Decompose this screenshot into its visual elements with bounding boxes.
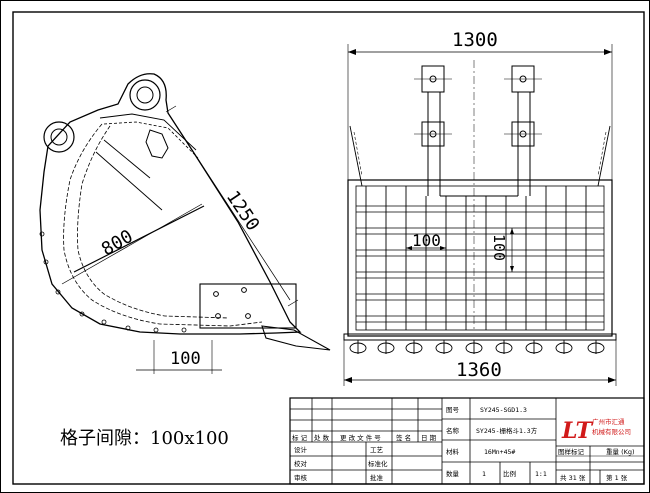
design-label: 设计 — [294, 445, 308, 454]
scale: 1:1 — [535, 470, 547, 478]
dim-label-1250: 1250 — [222, 187, 264, 235]
dim-label-grid-v: 100 — [490, 234, 508, 261]
process-label: 工艺 — [370, 446, 384, 454]
pin-upper-outer — [129, 79, 161, 111]
side-bar-1 — [73, 205, 205, 273]
plate-bolt — [213, 291, 219, 297]
grid-horizontal-bars — [356, 205, 604, 323]
title-block — [289, 397, 645, 485]
rev-header: 更 改 文 件 号 — [340, 433, 381, 442]
bucket-inner-liner — [63, 123, 263, 327]
dim-label-1360: 1360 — [456, 359, 502, 381]
pin-lower-outer — [43, 121, 75, 153]
rev-header: 标 记 — [292, 433, 308, 442]
dim-line-800 — [61, 203, 203, 285]
material-label: 材料 — [446, 447, 460, 456]
drawing-no-label: 图号 — [446, 406, 460, 414]
standard-label: 标准化 — [368, 459, 388, 468]
dim-label-grid-h: 100 — [412, 231, 441, 250]
company-name-1: 广州市汇通 — [592, 417, 625, 426]
sheet-no: 第 1 张 — [606, 473, 628, 482]
review-label: 审核 — [294, 473, 308, 482]
name-label: 名称 — [446, 426, 460, 435]
tooth-row — [349, 340, 605, 354]
mount-bracket-left — [414, 65, 452, 196]
bucket-inner-liner-2 — [77, 125, 229, 319]
company-name-2: 机械有限公司 — [592, 427, 631, 436]
rev-header: 日 期 — [421, 434, 437, 442]
front-view — [343, 44, 617, 386]
grid-gap-note: 格子间隙：100x100 — [60, 428, 229, 449]
bucket-tooth — [261, 325, 331, 351]
dim-label-1300: 1300 — [452, 29, 498, 51]
mount-bracket-right — [504, 65, 542, 196]
weight-label: 重量 (Kg) — [606, 448, 635, 456]
inner-back-line-2 — [103, 121, 199, 159]
dim-label-100-side: 100 — [170, 349, 201, 369]
rev-header: 签 名 — [396, 433, 411, 442]
cutting-edge-plate — [199, 283, 297, 329]
rev-header: 处 数 — [314, 433, 330, 442]
part-name: SY245-栅格斗1.3方 — [476, 426, 538, 435]
check-label: 校对 — [294, 459, 308, 468]
plate-bolt — [241, 287, 247, 293]
drawing-no: SY245-SGD1.3 — [480, 406, 527, 414]
plate-bolt — [245, 313, 251, 319]
qty: 1 — [482, 470, 486, 478]
bucket-front-body — [347, 179, 613, 337]
bucket-front-inner — [355, 185, 605, 331]
approve-label: 批准 — [370, 473, 384, 482]
pin-lower-inner — [50, 128, 68, 146]
side-view — [39, 73, 331, 374]
rivet-row — [39, 231, 187, 333]
scale-label: 比例 — [503, 469, 516, 478]
side-bar-3 — [95, 151, 163, 211]
dim-line-1250 — [169, 115, 291, 301]
total-sheets: 共 31 张 — [560, 473, 586, 482]
company-logo: LT — [561, 418, 594, 444]
mark-label: 图样标记 — [558, 447, 585, 456]
inner-back-line — [99, 113, 197, 151]
side-bar-2 — [103, 139, 151, 179]
bottom-cutting-edge — [343, 333, 617, 341]
qty-label: 数量 — [446, 469, 460, 478]
dim-label-800: 800 — [98, 226, 137, 260]
lug-plate — [145, 129, 169, 159]
plate-bolt — [215, 313, 221, 319]
material: 16Mn+45# — [484, 448, 515, 456]
grid-vertical-bars — [365, 186, 587, 330]
pin-upper-inner — [136, 86, 154, 104]
bucket-outer-shell — [39, 73, 302, 335]
